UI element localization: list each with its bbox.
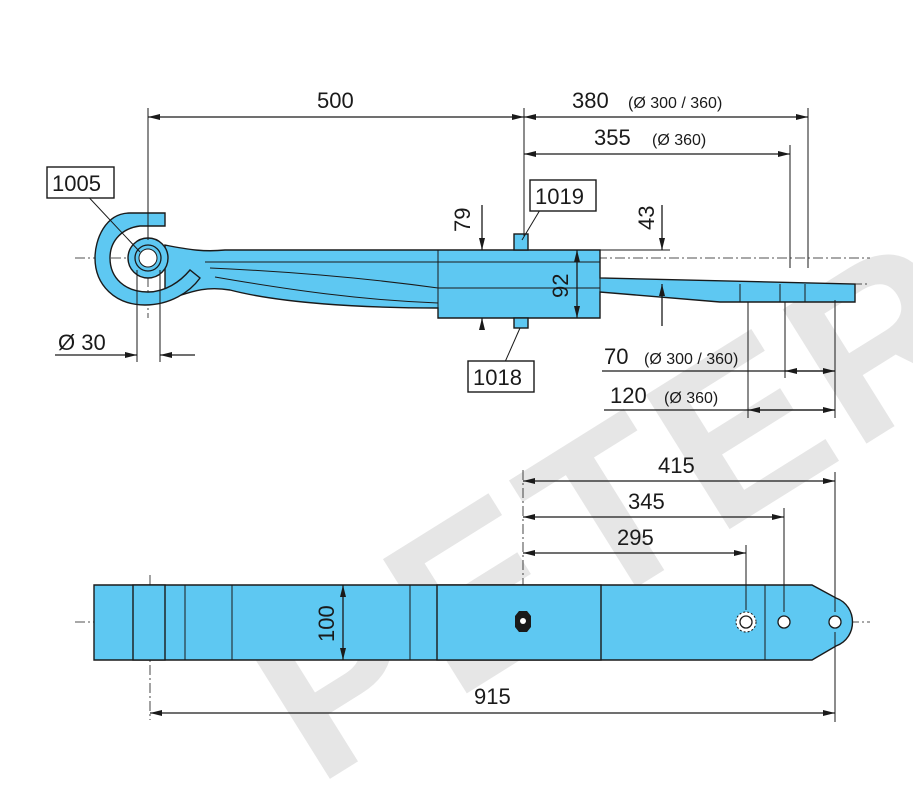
dim-eye-diameter: Ø 30 [58, 330, 106, 355]
dim-355: 355 [594, 125, 631, 150]
dim-120: 120 [610, 383, 647, 408]
part-1005: 1005 [52, 171, 101, 196]
dim-70-note: (Ø 300 / 360) [644, 351, 738, 368]
dim-380-note: (Ø 300 / 360) [628, 95, 722, 112]
dim-43: 43 [634, 206, 659, 230]
part-1019: 1019 [535, 184, 584, 209]
dim-345: 345 [628, 489, 665, 514]
dim-500: 500 [317, 88, 354, 113]
dim-70: 70 [604, 344, 628, 369]
dim-120-note: (Ø 360) [664, 390, 718, 407]
dim-100: 100 [314, 605, 339, 642]
side-view: 500 380 (Ø 300 / 360) 355 (Ø 360) 79 43 … [46, 88, 870, 418]
dim-415: 415 [658, 453, 695, 478]
dim-380: 380 [572, 88, 609, 113]
dim-295: 295 [617, 525, 654, 550]
dim-355-note: (Ø 360) [652, 132, 706, 149]
spring-leaf-main [164, 244, 856, 319]
part-1018: 1018 [473, 365, 522, 390]
dim-79: 79 [450, 208, 475, 232]
spring-eye [94, 212, 201, 306]
dim-915: 915 [474, 684, 511, 709]
top-view: 415 345 295 100 915 [75, 453, 870, 722]
dim-92: 92 [548, 274, 573, 298]
